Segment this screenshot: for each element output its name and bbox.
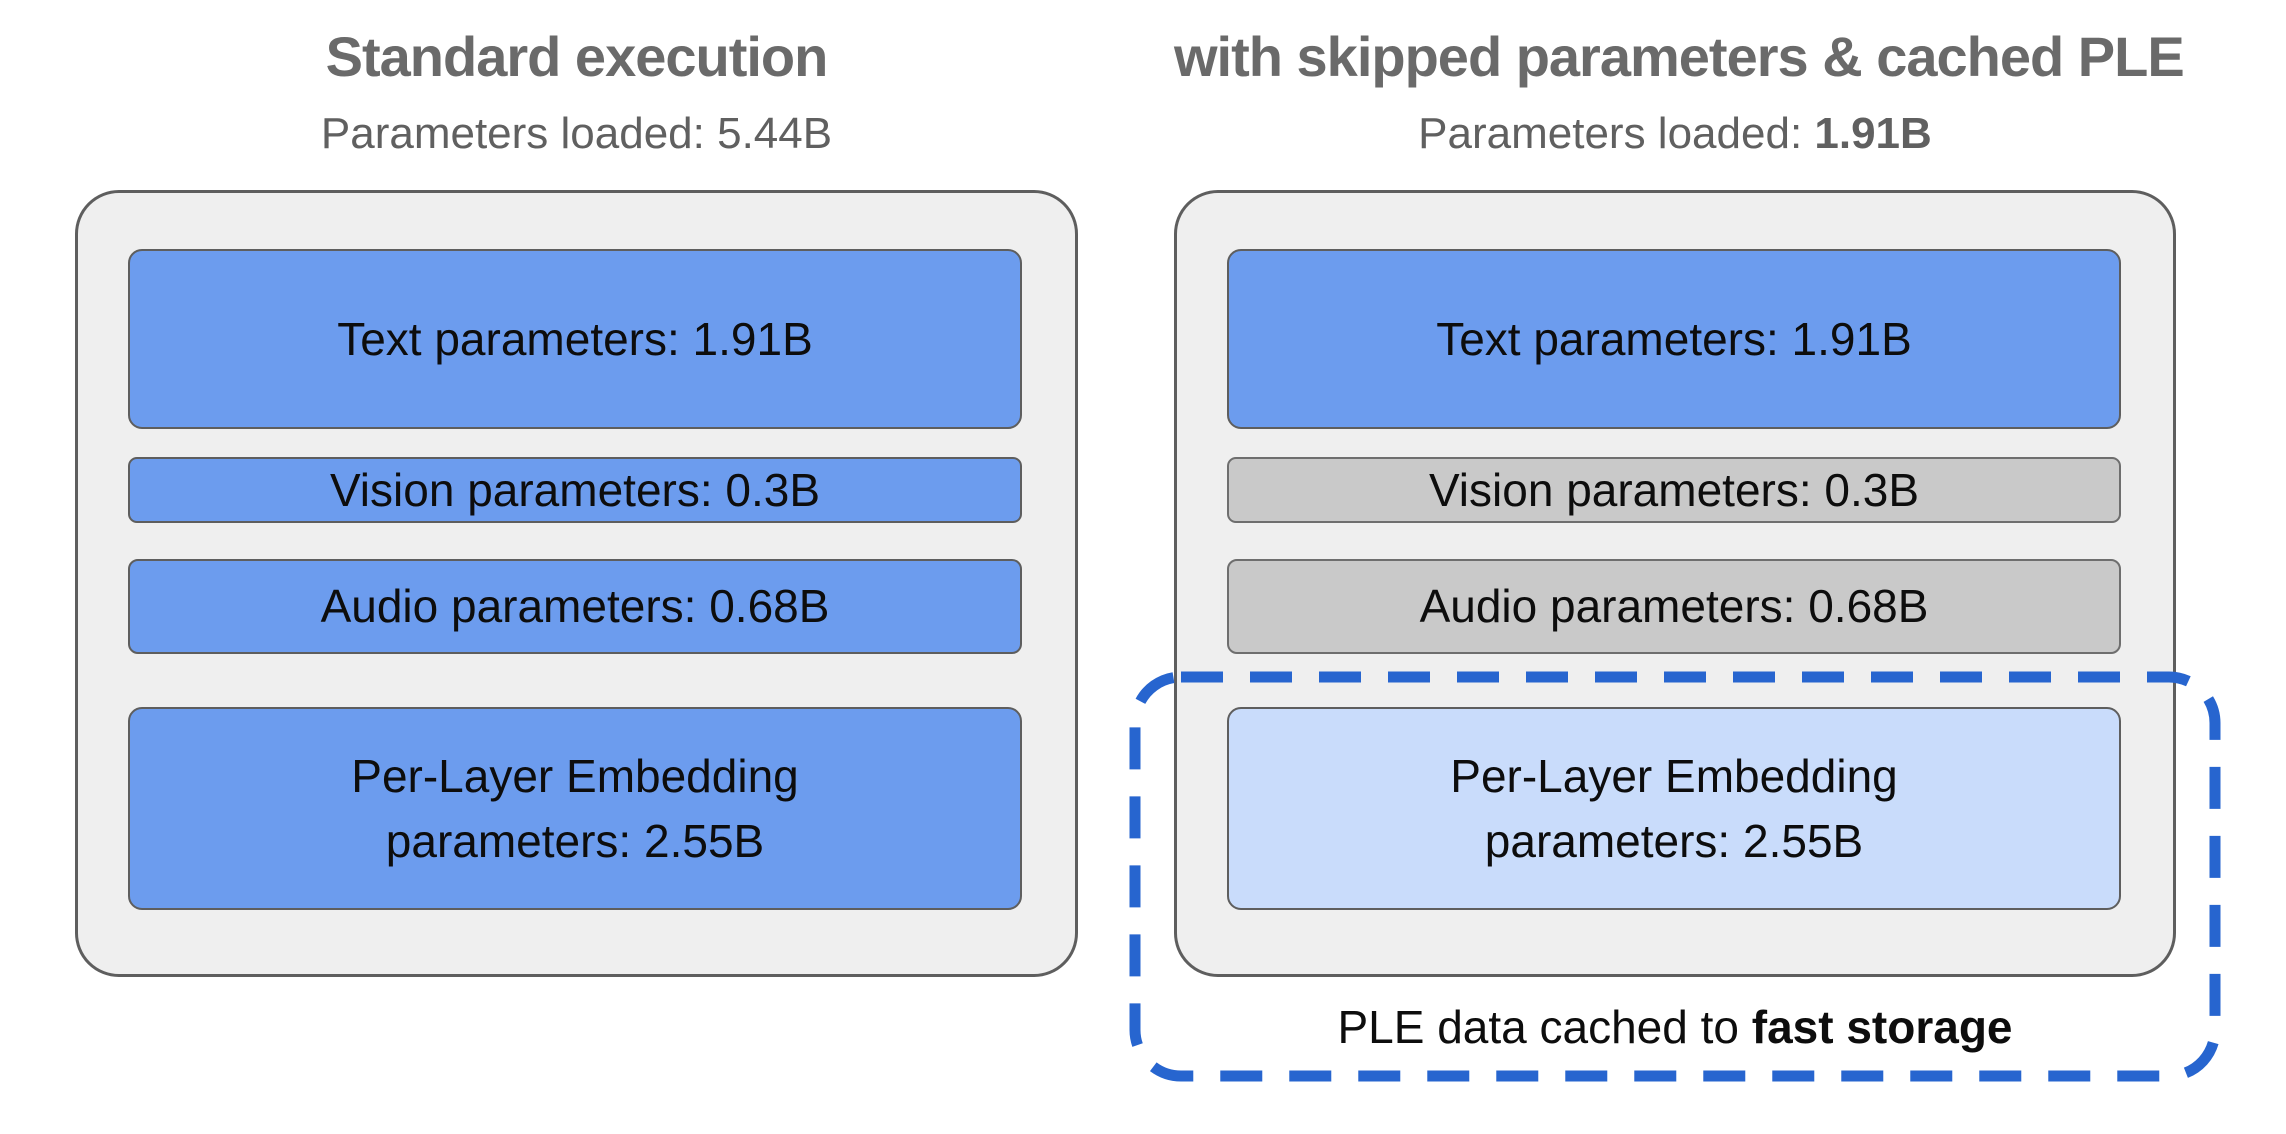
vision-parameters-box-skipped: Vision parameters: 0.3B [1227, 457, 2121, 523]
right-panel-title: with skipped parameters & cached PLE [1174, 25, 2185, 88]
per-layer-embedding-box: Per-Layer Embedding parameters: 2.55B [128, 707, 1022, 910]
audio-parameters-box-skipped: Audio parameters: 0.68B [1227, 559, 2121, 654]
right-panel-subtitle: Parameters loaded: 1.91B [1174, 109, 2176, 158]
right-subtitle-value: 1.91B [1814, 109, 1932, 158]
left-panel-title: Standard execution [325, 25, 829, 88]
ple-cache-caption-prefix: PLE data cached to [1337, 1001, 1752, 1053]
text-parameters-box: Text parameters: 1.91B [128, 249, 1022, 429]
ple-cache-caption: PLE data cached to fast storage [1135, 1000, 2215, 1054]
text-parameters-box: Text parameters: 1.91B [1227, 249, 2121, 429]
standard-execution-container: Text parameters: 1.91B Vision parameters… [75, 190, 1078, 977]
skipped-parameters-container: Text parameters: 1.91B Vision parameters… [1174, 190, 2176, 977]
per-layer-embedding-box-cached: Per-Layer Embedding parameters: 2.55B [1227, 707, 2121, 910]
right-subtitle-prefix: Parameters loaded: [1418, 109, 1815, 158]
left-panel-subtitle: Parameters loaded: 5.44B [320, 109, 833, 158]
vision-parameters-box: Vision parameters: 0.3B [128, 457, 1022, 523]
ple-cache-caption-bold: fast storage [1751, 1001, 2013, 1053]
audio-parameters-box: Audio parameters: 0.68B [128, 559, 1022, 654]
